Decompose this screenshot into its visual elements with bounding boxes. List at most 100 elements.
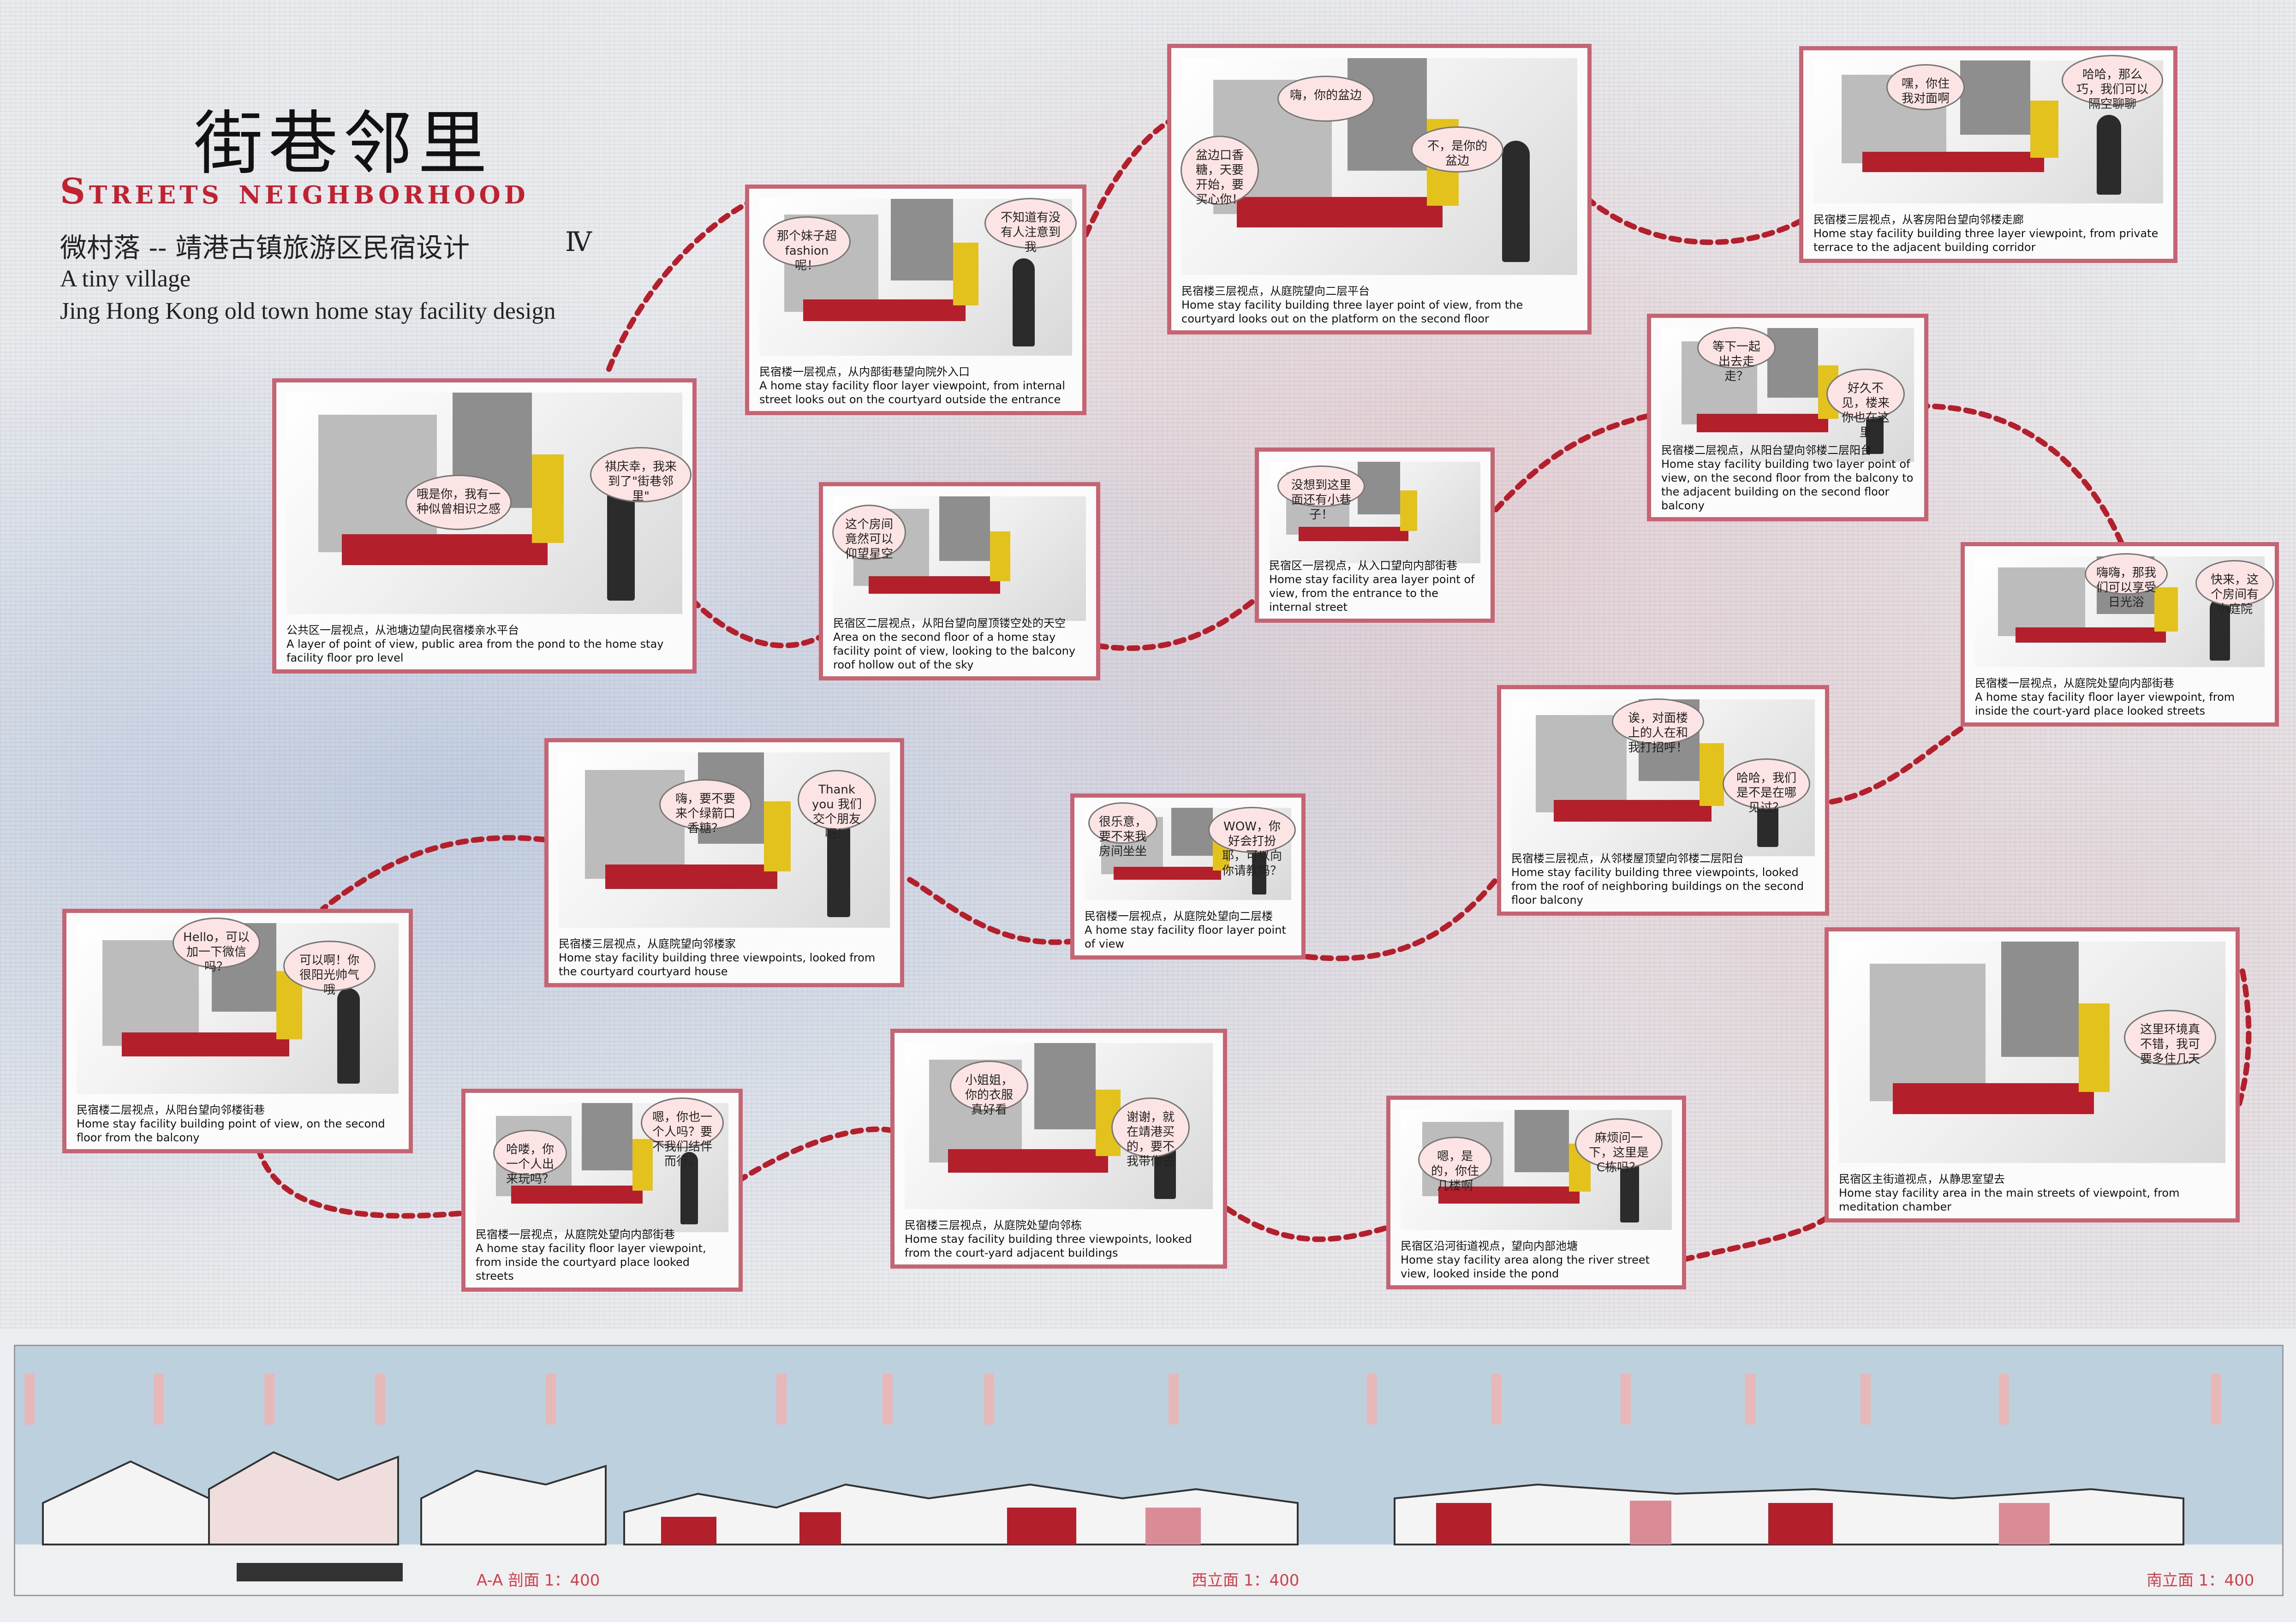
speech-bubble: 很乐意，要不来我房间坐坐 [1088, 802, 1157, 859]
label-tag [883, 1374, 893, 1425]
connector-path [1289, 878, 1497, 961]
viewpoint-panel-1[interactable]: 哦是你，我有一种似曾相识之感 祺庆幸，我来到了"街巷邻里" 公共区一层视点，从池… [272, 378, 697, 674]
label-tag [1367, 1374, 1377, 1425]
south-elevation-drawing [1394, 1483, 2184, 1545]
subtitle-number: Ⅳ [565, 226, 592, 257]
connector-path [256, 1146, 464, 1219]
speech-bubble: 祺庆幸，我来到了"街巷邻里" [590, 447, 692, 503]
subtitle-chinese: 微村落 -- 靖港古镇旅游区民宿设计 [60, 232, 470, 263]
label-tag [24, 1374, 35, 1425]
scale-label-aa: A-A 剖面 1：400 [477, 1571, 600, 1590]
speech-bubble: 哈哈，那么巧，我们可以隔空聊聊 [2062, 55, 2163, 111]
speech-bubble: 不知道有没有人注意到我 [984, 198, 1077, 254]
speech-bubble: 嗨，要不要来个绿箭口香糖？ [659, 779, 751, 835]
label-tag [1745, 1374, 1755, 1425]
connector-path [606, 196, 759, 372]
label-tag [1491, 1374, 1502, 1425]
label-tag [776, 1374, 787, 1425]
speech-bubble: 这个房间竟然可以仰望星空 [832, 505, 906, 561]
speech-bubble: 小姐姐，你的衣服真好看 [950, 1061, 1028, 1117]
page-title: 街巷邻里 [194, 104, 493, 184]
speech-bubble: 麻烦问一下，这里是C栋吗？ [1575, 1118, 1663, 1175]
connector-path [1584, 196, 1811, 245]
label-tag [984, 1374, 994, 1425]
speech-bubble: 等下一起出去走走？ [1697, 327, 1776, 383]
speech-bubble: 可以啊！你很阳光帅气哦 [283, 941, 376, 997]
label-tag [1861, 1374, 1871, 1425]
speech-bubble: 谢谢，就在靖港买的，要不我带你去 [1111, 1097, 1190, 1169]
speech-bubble: WOW，你好会打扮耶，可以向你请教吗？ [1208, 807, 1296, 878]
speech-bubble: 这里环境真不错，我可要多住几天 [2124, 1010, 2216, 1066]
speech-bubble: 嗨，你的盆边 [1277, 76, 1374, 122]
viewpoint-panel-10[interactable]: 很乐意，要不来我房间坐坐 WOW，你好会打扮耶，可以向你请教吗？ 民宿楼一层视点… [1070, 793, 1306, 960]
speech-bubble: Thank you 我们交个朋友吧！ [798, 770, 876, 841]
speech-bubble: 诶，对面楼上的人在和我打招呼！ [1612, 698, 1704, 755]
speech-bubble: 哈哈，我们是不是在哪见过？ [1723, 758, 1810, 815]
label-tag [546, 1374, 556, 1425]
speech-bubble: 嘿，你住我对面啊 [1886, 64, 1965, 110]
viewpoint-panel-13[interactable]: 哈喽，你一个人出来玩吗？ 嗯，你也一个人吗？要不我们结伴而行。 民宿楼一层视点，… [461, 1089, 743, 1292]
speech-bubble: Hello，可以加一下微信吗？ [173, 918, 260, 974]
connector-path [320, 835, 547, 912]
label-tag [1999, 1374, 2009, 1425]
viewpoint-panel-2[interactable]: 那个妹子超fashion呢！ 不知道有没有人注意到我 民宿楼一层视点，从内部街巷… [745, 185, 1086, 415]
speech-bubble: 不，是你的盆边 [1411, 126, 1503, 173]
speech-bubble: 嗨嗨，那我们可以享受日光浴 [2085, 553, 2168, 609]
viewpoint-panel-8[interactable]: 嗨嗨，那我们可以享受日光浴 快来，这个房间有小庭院 民宿楼一层视点，从庭院处望向… [1961, 542, 2279, 727]
west-elevation-drawing [623, 1483, 1299, 1545]
connector-path [735, 1126, 893, 1184]
viewpoint-panel-4[interactable]: 嘿，你住我对面啊 哈哈，那么巧，我们可以隔空聊聊 民宿楼三层视点，从客房阳台望向… [1799, 46, 2177, 263]
connector-path [1681, 1215, 1830, 1262]
speech-bubble: 没想到这里面还有小巷子！ [1277, 465, 1365, 522]
viewpoint-panel-9[interactable]: 嗨，要不要来个绿箭口香糖？ Thank you 我们交个朋友吧！ 民宿楼三层视点… [544, 738, 904, 987]
elevation-strip: A-A 剖面 1：400 西立面 1：400 南立面 1：400 [14, 1345, 2284, 1596]
connector-path [1224, 1206, 1391, 1242]
connector-path [1824, 726, 1963, 805]
viewpoint-panel-14[interactable]: 小姐姐，你的衣服真好看 谢谢，就在靖港买的，要不我带你去 民宿楼三层视点，从庭院… [890, 1029, 1227, 1269]
speech-bubble: 哦是你，我有一种似曾相识之感 [406, 475, 512, 530]
connector-path [901, 874, 1078, 945]
viewpoint-panel-15[interactable]: 嗯，是的，你住几楼啊 麻烦问一下，这里是C栋吗？ 民宿区沿河街道视点，望向内部池… [1386, 1096, 1686, 1289]
label-tag [1169, 1374, 1179, 1425]
subtitle-english-2: Jing Hong Kong old town home stay facili… [60, 298, 556, 324]
label-tag [2211, 1374, 2221, 1425]
speech-bubble: 那个妹子超fashion呢！ [763, 216, 851, 273]
section-aa-drawing [42, 1451, 607, 1581]
connector-path [1916, 403, 2125, 547]
connector-path [1095, 597, 1258, 651]
speech-bubble: 好久不见，楼来你也在这里 [1826, 369, 1905, 440]
scene-image [1511, 699, 1815, 856]
scene-image [1839, 942, 2225, 1163]
connector-path [1077, 117, 1175, 252]
label-tag [1621, 1374, 1631, 1425]
viewpoint-panel-7[interactable]: 等下一起出去走走？ 好久不见，楼来你也在这里 民宿楼二层视点，从阳台望向邻楼二层… [1647, 314, 1928, 521]
speech-bubble: 嗯，是的，你住几楼啊 [1418, 1137, 1492, 1193]
viewpoint-panel-11[interactable]: 诶，对面楼上的人在和我打招呼！ 哈哈，我们是不是在哪见过？ 民宿楼三层视点，从邻… [1497, 685, 1829, 916]
page-title-english: Streets neighborhood [60, 171, 529, 212]
viewpoint-panel-3[interactable]: 嗨，你的盆边 盆边口香糖，天要开始，要买心你！ 不，是你的盆边 民宿楼三层视点，… [1167, 44, 1592, 334]
scale-label-west: 西立面 1：400 [1192, 1571, 1300, 1590]
speech-bubble: 嗯，你也一个人吗？要不我们结伴而行。 [641, 1097, 724, 1169]
subtitle-english-1: A tiny village [60, 266, 191, 292]
speech-bubble: 快来，这个房间有小庭院 [2195, 560, 2274, 616]
label-tag [264, 1374, 274, 1425]
viewpoint-panel-12[interactable]: Hello，可以加一下微信吗？ 可以啊！你很阳光帅气哦 民宿楼二层视点，从阳台望… [62, 909, 413, 1153]
